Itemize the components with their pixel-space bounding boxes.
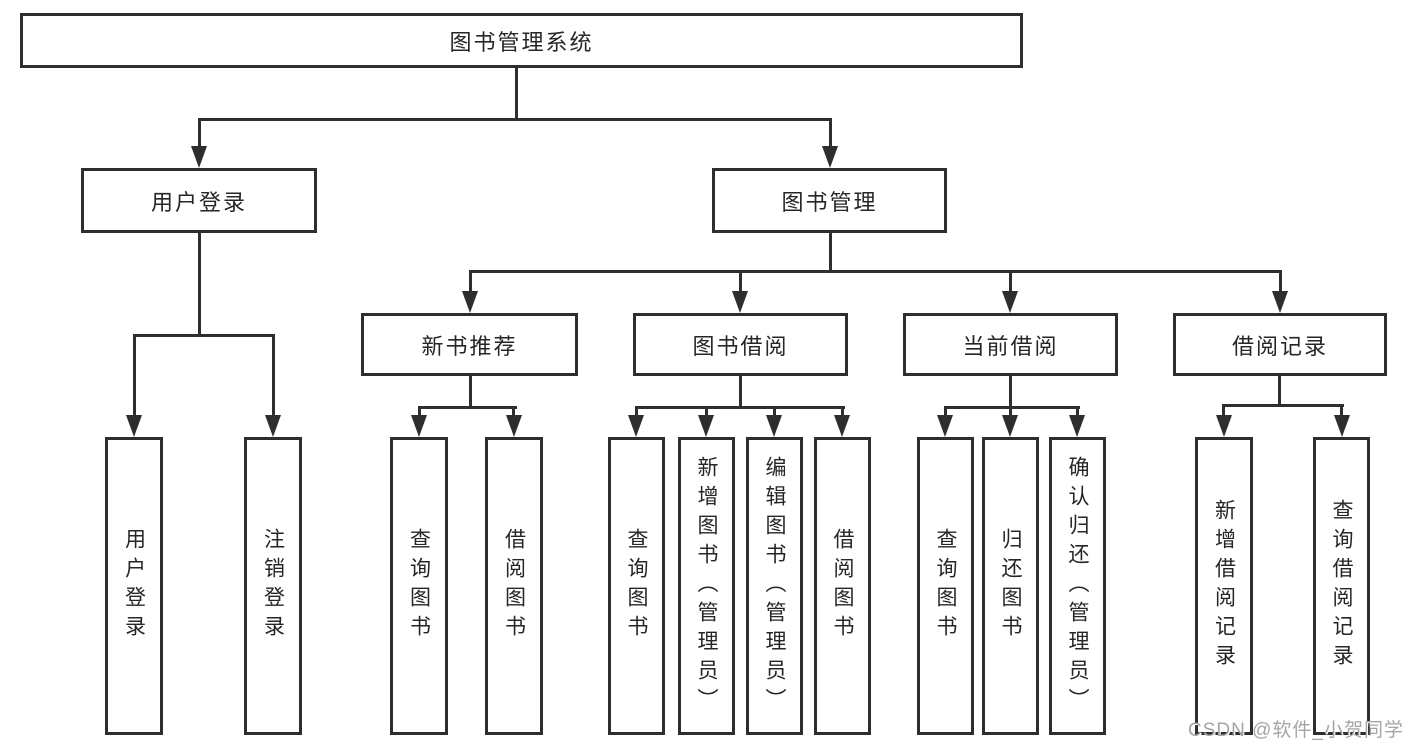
connector-recommend-stub	[469, 376, 472, 409]
connector-records-stem-2	[1340, 407, 1343, 415]
leaf-logout: 注销登录	[244, 437, 302, 735]
connector-recommend-stem-2	[512, 409, 515, 415]
leaf-query-borrow-record-label: 查询借阅记录	[1330, 499, 1354, 673]
connector-root-stem-right	[829, 121, 832, 147]
connector-bookmgmt-stem-2	[739, 273, 742, 291]
arrow-down-borrowing-records	[1272, 291, 1288, 313]
arrow-down-leaf-query-books-recommend	[411, 415, 427, 437]
arrow-down-leaf-query-books-current	[937, 415, 953, 437]
leaf-query-books-current-label: 查询图书	[934, 528, 958, 644]
leaf-return-books: 归还图书	[982, 437, 1039, 735]
connector-borrowing-stem-2	[705, 409, 708, 415]
connector-current-stem-1	[944, 409, 947, 415]
connector-borrowing-stub	[739, 376, 742, 409]
book-borrowing-node-label: 图书借阅	[692, 333, 789, 359]
root-node-book-management-system: 图书管理系统	[20, 13, 1023, 68]
arrow-down-leaf-return-books	[1002, 415, 1018, 437]
arrow-down-leaf-add-books	[698, 415, 714, 437]
connector-borrowing-crossbar	[635, 406, 845, 409]
connector-userlogin-stem-2	[272, 337, 275, 415]
leaf-query-borrow-record: 查询借阅记录	[1313, 437, 1370, 735]
current-borrowing-node: 当前借阅	[903, 313, 1118, 376]
leaf-return-books-label: 归还图书	[999, 528, 1023, 644]
leaf-logout-label: 注销登录	[261, 528, 285, 644]
user-login-node: 用户登录	[81, 168, 317, 233]
leaf-borrow-books-borrowing: 借阅图书	[814, 437, 871, 735]
arrow-down-leaf-confirm-return	[1069, 415, 1085, 437]
connector-current-crossbar	[944, 406, 1080, 409]
arrow-down-leaf-logout	[265, 415, 281, 437]
user-login-node-label: 用户登录	[150, 189, 247, 215]
leaf-borrow-books-recommend: 借阅图书	[485, 437, 543, 735]
connector-root-stem-left	[198, 121, 201, 147]
arrow-down-current-borrowing	[1002, 291, 1018, 313]
leaf-edit-books-admin-label: 编辑图书（管理员）	[763, 455, 787, 717]
leaf-confirm-return-admin-label: 确认归还（管理员）	[1066, 455, 1090, 717]
connector-records-stub	[1278, 376, 1281, 407]
connector-bookmgmt-stub	[829, 230, 832, 273]
arrow-down-user-login	[191, 146, 207, 168]
arrow-down-leaf-query-borrow-record	[1334, 415, 1350, 437]
book-management-node-label: 图书管理	[781, 189, 878, 215]
borrowing-records-node-label: 借阅记录	[1231, 333, 1328, 359]
leaf-query-books-borrowing: 查询图书	[608, 437, 665, 735]
leaf-edit-books-admin: 编辑图书（管理员）	[746, 437, 803, 735]
connector-root-stub	[515, 66, 518, 121]
current-borrowing-node-label: 当前借阅	[962, 333, 1059, 359]
leaf-confirm-return-admin: 确认归还（管理员）	[1049, 437, 1106, 735]
connector-records-stem-1	[1222, 407, 1225, 415]
leaf-add-borrow-record: 新增借阅记录	[1195, 437, 1253, 735]
new-book-recommend-node: 新书推荐	[361, 313, 578, 376]
connector-bookmgmt-stem-4	[1279, 273, 1282, 291]
leaf-add-books-admin-label: 新增图书（管理员）	[695, 455, 719, 717]
arrow-down-leaf-borrow-books-recommend	[506, 415, 522, 437]
book-borrowing-node: 图书借阅	[633, 313, 848, 376]
leaf-query-books-recommend: 查询图书	[390, 437, 448, 735]
csdn-watermark: CSDN @软件_小贺同学	[1188, 720, 1404, 741]
connector-current-stub	[1009, 376, 1012, 409]
new-book-recommend-node-label: 新书推荐	[421, 333, 518, 359]
leaf-add-books-admin: 新增图书（管理员）	[678, 437, 735, 735]
connector-recommend-crossbar	[418, 406, 517, 409]
arrow-down-leaf-user-login	[126, 415, 142, 437]
connector-userlogin-stub	[198, 233, 201, 337]
arrow-down-new-book-recommend	[462, 291, 478, 313]
arrow-down-book-borrowing	[732, 291, 748, 313]
connector-recommend-stem-1	[418, 409, 421, 415]
connector-bookmgmt-crossbar	[469, 270, 1282, 273]
leaf-query-books-current: 查询图书	[917, 437, 974, 735]
connector-bookmgmt-stem-3	[1009, 273, 1012, 291]
arrow-down-leaf-add-borrow-record	[1216, 415, 1232, 437]
connector-userlogin-crossbar	[133, 334, 275, 337]
connector-bookmgmt-stem-1	[469, 273, 472, 291]
root-node-label: 图书管理系统	[449, 29, 594, 55]
connector-records-crossbar	[1222, 404, 1344, 407]
leaf-user-login: 用户登录	[105, 437, 163, 735]
arrow-down-leaf-borrow-books-borrowing	[834, 415, 850, 437]
connector-borrowing-stem-1	[635, 409, 638, 415]
connector-userlogin-stem-1	[133, 337, 136, 415]
borrowing-records-node: 借阅记录	[1173, 313, 1387, 376]
leaf-query-books-borrowing-label: 查询图书	[625, 528, 649, 644]
leaf-add-borrow-record-label: 新增借阅记录	[1212, 499, 1236, 673]
leaf-borrow-books-recommend-label: 借阅图书	[502, 528, 526, 644]
arrow-down-book-management	[822, 146, 838, 168]
leaf-borrow-books-borrowing-label: 借阅图书	[831, 528, 855, 644]
connector-borrowing-stem-4	[841, 409, 844, 415]
book-management-node: 图书管理	[712, 168, 947, 233]
leaf-user-login-label: 用户登录	[122, 528, 146, 644]
connector-borrowing-stem-3	[773, 409, 776, 415]
connector-root-crossbar	[198, 118, 832, 121]
leaf-query-books-recommend-label: 查询图书	[407, 528, 431, 644]
arrow-down-leaf-query-books-borrowing	[628, 415, 644, 437]
connector-current-stem-3	[1076, 409, 1079, 415]
connector-current-stem-2	[1009, 409, 1012, 415]
arrow-down-leaf-edit-books	[766, 415, 782, 437]
